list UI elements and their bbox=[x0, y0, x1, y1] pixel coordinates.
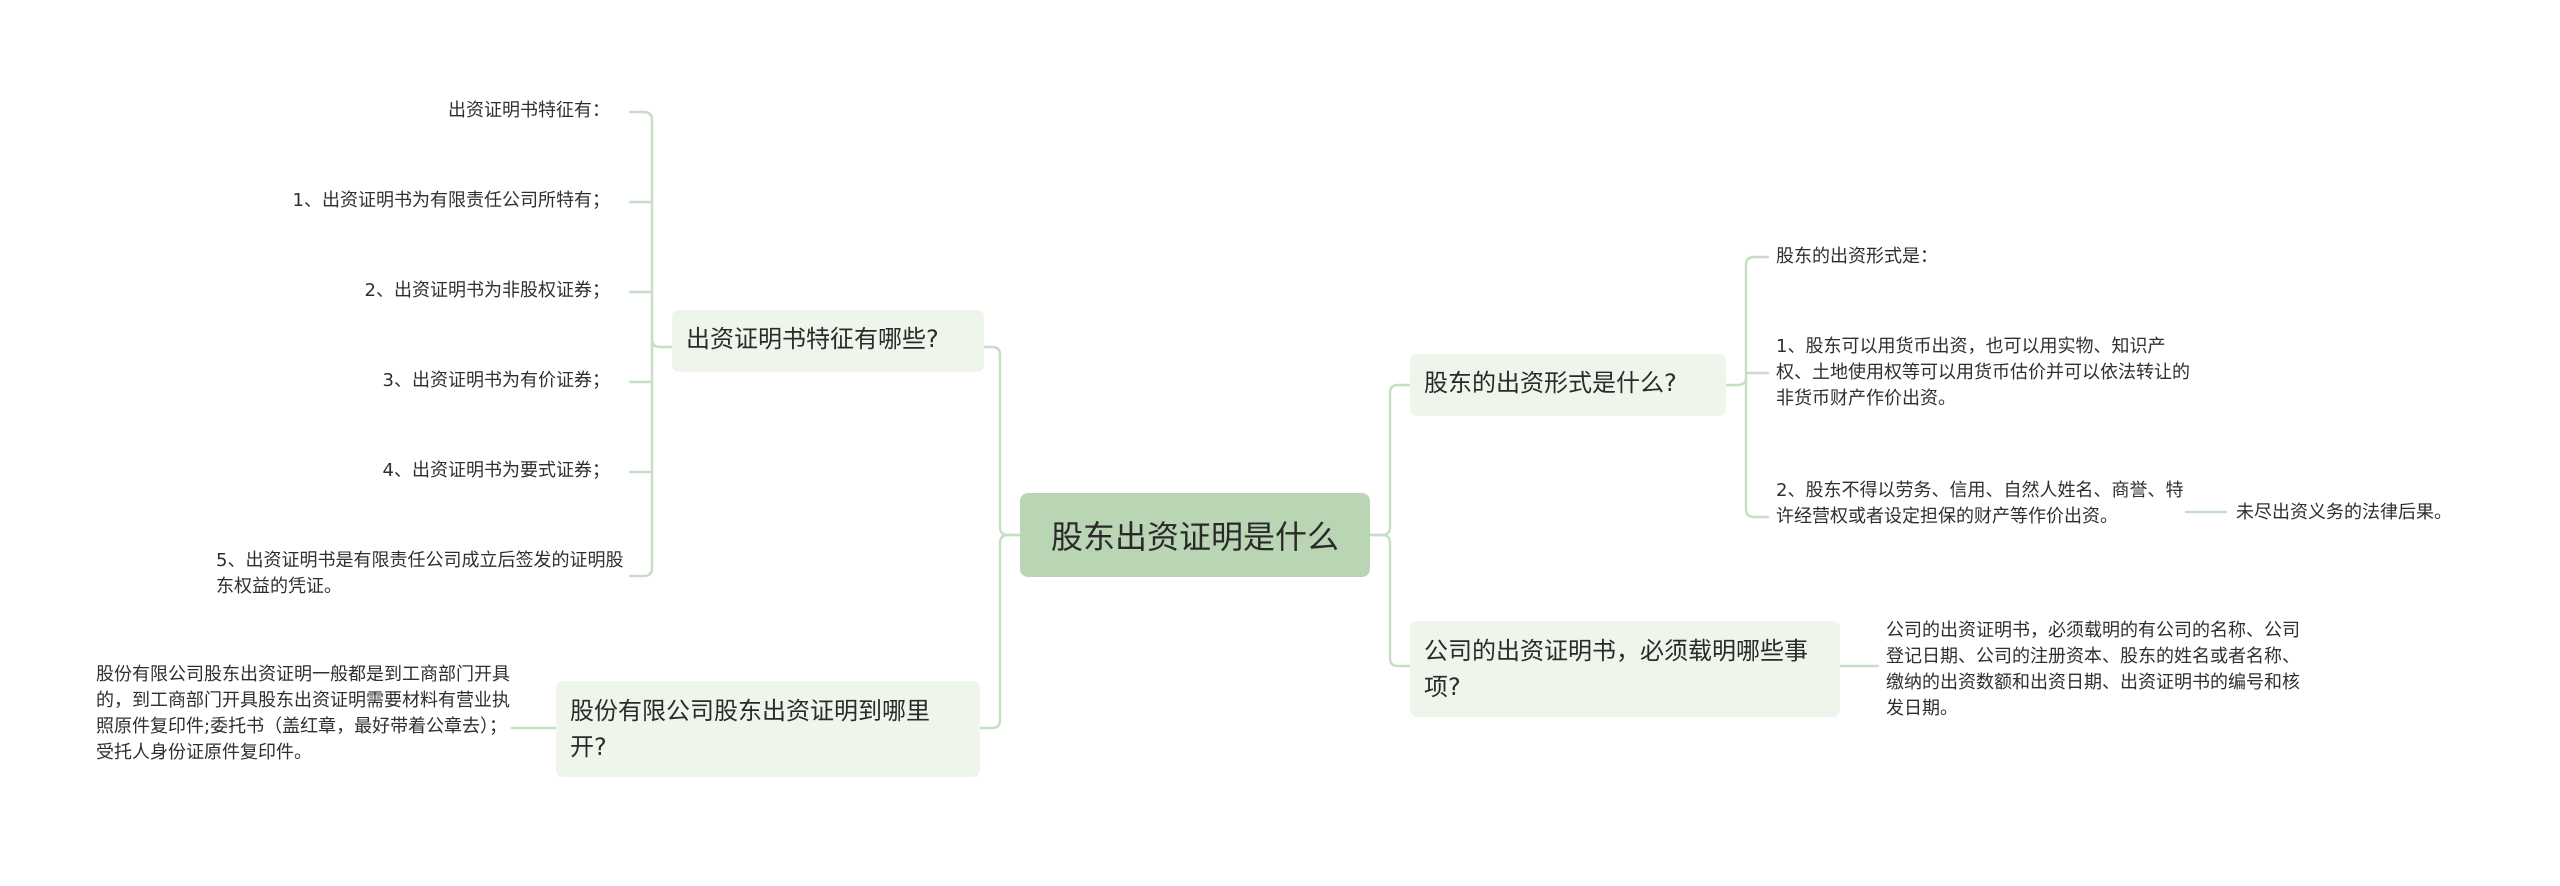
leaf-features-2: 2、出资证明书为非股权证券； bbox=[364, 280, 610, 301]
connector-root-features bbox=[978, 345, 1022, 537]
leaf-forms-subleaf: 未尽出资义务的法律后果。 bbox=[2236, 502, 2452, 523]
connector-root-where bbox=[978, 533, 1022, 730]
leaf-forms-2: 2、股东不得以劳务、信用、自然人姓名、商誉、特许经营权或者设定担保的财产等作价出… bbox=[1776, 480, 2184, 527]
leaf-where: 股份有限公司股东出资证明一般都是到工商部门开具的，到工商部门开具股东出资证明需要… bbox=[96, 664, 510, 763]
connector-root-items bbox=[1368, 533, 1412, 668]
leaf-forms-1: 1、股东可以用货币出资，也可以用实物、知识产权、土地使用权等可以用货币估价并可以… bbox=[1776, 336, 2190, 409]
leaf-features-1: 1、出资证明书为有限责任公司所特有； bbox=[292, 190, 610, 211]
topic-where[interactable]: 股份有限公司股东出资证明到哪里开? bbox=[556, 681, 980, 777]
topic-forms[interactable]: 股东的出资形式是什么? bbox=[1410, 354, 1726, 416]
leaf-features-5: 5、出资证明书是有限责任公司成立后签发的证明股东权益的凭证。 bbox=[216, 550, 624, 597]
leaf-features-0: 出资证明书特征有： bbox=[448, 100, 610, 121]
leaf-items: 公司的出资证明书，必须载明的有公司的名称、公司登记日期、公司的注册资本、股东的姓… bbox=[1886, 620, 2300, 719]
leaf-features-3: 3、出资证明书为有价证券； bbox=[382, 370, 610, 391]
leaf-features-4: 4、出资证明书为要式证券； bbox=[382, 460, 610, 481]
leaf-forms-0: 股东的出资形式是： bbox=[1776, 246, 1938, 267]
topic-features[interactable]: 出资证明书特征有哪些? bbox=[672, 310, 984, 372]
root-topic[interactable]: 股东出资证明是什么 bbox=[1020, 493, 1370, 577]
connector-features-leaves bbox=[628, 110, 674, 578]
connector-root-forms bbox=[1368, 383, 1412, 537]
topic-items[interactable]: 公司的出资证明书，必须载明哪些事项? bbox=[1410, 621, 1840, 717]
connector-forms-leaves bbox=[1724, 255, 1770, 519]
